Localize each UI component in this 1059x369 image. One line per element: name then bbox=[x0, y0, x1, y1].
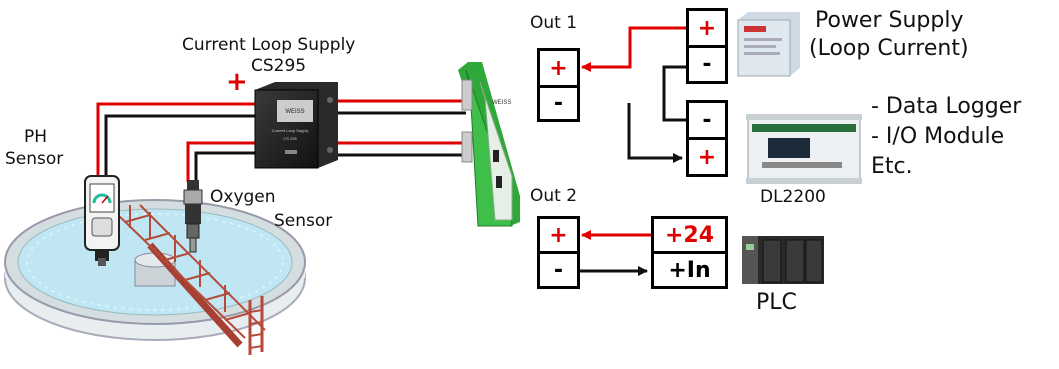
out1-label: Out 1 bbox=[530, 13, 578, 33]
cs295-model-text: CS 295 bbox=[283, 136, 297, 141]
plc-in-terminal: +In bbox=[651, 251, 728, 289]
plus-marker: + bbox=[226, 67, 248, 97]
tank-bridge bbox=[114, 204, 266, 355]
plc-24-terminal: +24 bbox=[651, 216, 728, 254]
out2-label: Out 2 bbox=[530, 186, 578, 206]
cs295-device: WEISS Current Loop Supply CS 295 bbox=[254, 82, 338, 169]
converter-module: WEISS bbox=[458, 62, 520, 227]
cs295-label: CS295 bbox=[251, 56, 307, 76]
data-logger-label: - Data Logger bbox=[871, 94, 1022, 119]
ph-sensor-label-line2: Sensor bbox=[5, 149, 64, 169]
logger-plus-terminal: + bbox=[686, 137, 728, 177]
power-supply-label-line1: Power Supply bbox=[815, 8, 964, 33]
oxygen-sensor-label-line2: Sensor bbox=[274, 211, 333, 231]
psu-minus-terminal: - bbox=[686, 45, 728, 84]
etc-label: Etc. bbox=[871, 154, 913, 179]
current-loop-supply-label: Current Loop Supply bbox=[182, 35, 356, 55]
out1-plus-terminal: + bbox=[537, 48, 580, 88]
cs295-name-text: Current Loop Supply bbox=[272, 128, 309, 133]
oxygen-sensor-device bbox=[183, 180, 203, 253]
psu-plus-terminal: + bbox=[686, 8, 728, 48]
sensor-wires bbox=[96, 102, 258, 182]
plc-label: PLC bbox=[756, 290, 797, 315]
power-supply-device bbox=[737, 12, 800, 77]
dl2200-device bbox=[746, 114, 862, 184]
loop-wires bbox=[334, 99, 466, 157]
out2-wiring bbox=[578, 230, 651, 276]
cs295-brand-text: WEISS bbox=[285, 109, 304, 115]
oxygen-sensor-label-line1: Oxygen bbox=[210, 187, 276, 207]
ph-sensor-device bbox=[84, 175, 120, 266]
logger-minus-terminal: - bbox=[686, 100, 728, 140]
dl2200-label: DL2200 bbox=[760, 187, 826, 207]
io-module-label: - I/O Module bbox=[871, 124, 1005, 149]
out2-plus-terminal: + bbox=[537, 216, 580, 254]
power-supply-label-line2: (Loop Current) bbox=[809, 36, 969, 61]
module-brand-text: WEISS bbox=[492, 100, 511, 106]
out1-wiring bbox=[581, 26, 686, 163]
ph-sensor-label-line1: PH bbox=[24, 127, 48, 147]
plc-device bbox=[742, 236, 824, 284]
out2-minus-terminal: - bbox=[537, 251, 580, 289]
out1-minus-terminal: - bbox=[537, 85, 580, 122]
